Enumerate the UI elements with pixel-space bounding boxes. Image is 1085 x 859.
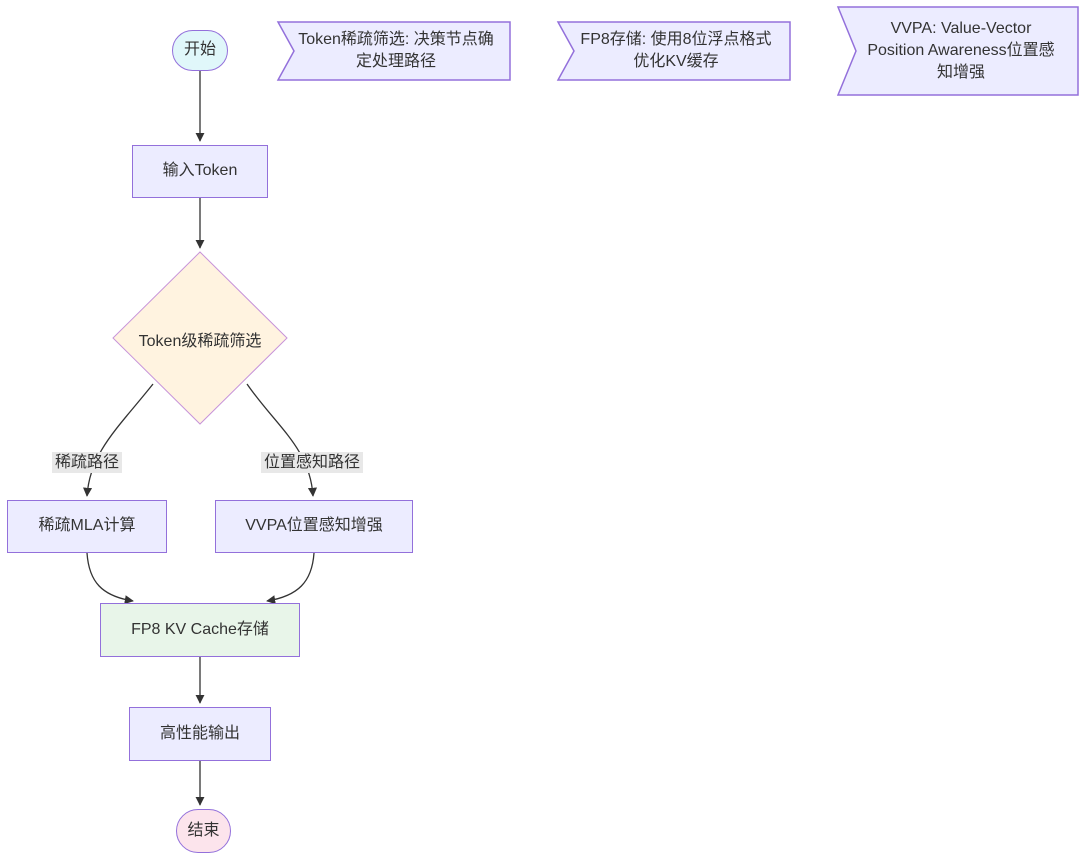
note-shape-fp8 (556, 21, 791, 81)
node-sparse-mla: 稀疏MLA计算 (7, 500, 167, 553)
node-input-token-label: 输入Token (162, 162, 238, 180)
node-fp8-kv-cache-label: FP8 KV Cache存储 (131, 620, 269, 638)
node-high-perf-output-label: 高性能输出 (159, 724, 240, 742)
node-end: 结束 (176, 809, 231, 853)
node-decision-label: Token级稀疏筛选 (138, 333, 262, 350)
node-start-label: 开始 (183, 41, 216, 59)
edge-decision-to-sparse (83, 383, 154, 497)
node-start: 开始 (172, 30, 228, 71)
node-vvpa-enhance-label: VVPA位置感知增强 (245, 517, 383, 535)
node-sparse-mla-label: 稀疏MLA计算 (38, 517, 136, 535)
edge-label-sparse-path: 稀疏路径 (51, 452, 123, 473)
edge-sparse-to-fp8 (86, 552, 134, 605)
edge-label-position-aware-path: 位置感知路径 (260, 452, 364, 473)
node-vvpa-enhance: VVPA位置感知增强 (215, 500, 413, 553)
node-input-token: 输入Token (132, 145, 268, 198)
node-fp8-kv-cache: FP8 KV Cache存储 (100, 603, 300, 657)
note-shape-token-sparse (276, 21, 511, 81)
edge-decision-to-vvpa (246, 383, 318, 497)
note-token-sparse: Token稀疏筛选: 决策节点确 定处理路径 (298, 31, 494, 70)
note-fp8-storage: FP8存储: 使用8位浮点格式 优化KV缓存 (580, 31, 772, 70)
edge-vvpa-to-fp8 (266, 552, 315, 605)
note-shape-vvpa (836, 6, 1079, 96)
node-end-label: 结束 (187, 821, 220, 839)
node-high-perf-output: 高性能输出 (129, 707, 271, 761)
decision-diamond-shape (112, 251, 288, 425)
note-vvpa: VVPA: Value-Vector Position Awareness位置感… (867, 20, 1055, 81)
